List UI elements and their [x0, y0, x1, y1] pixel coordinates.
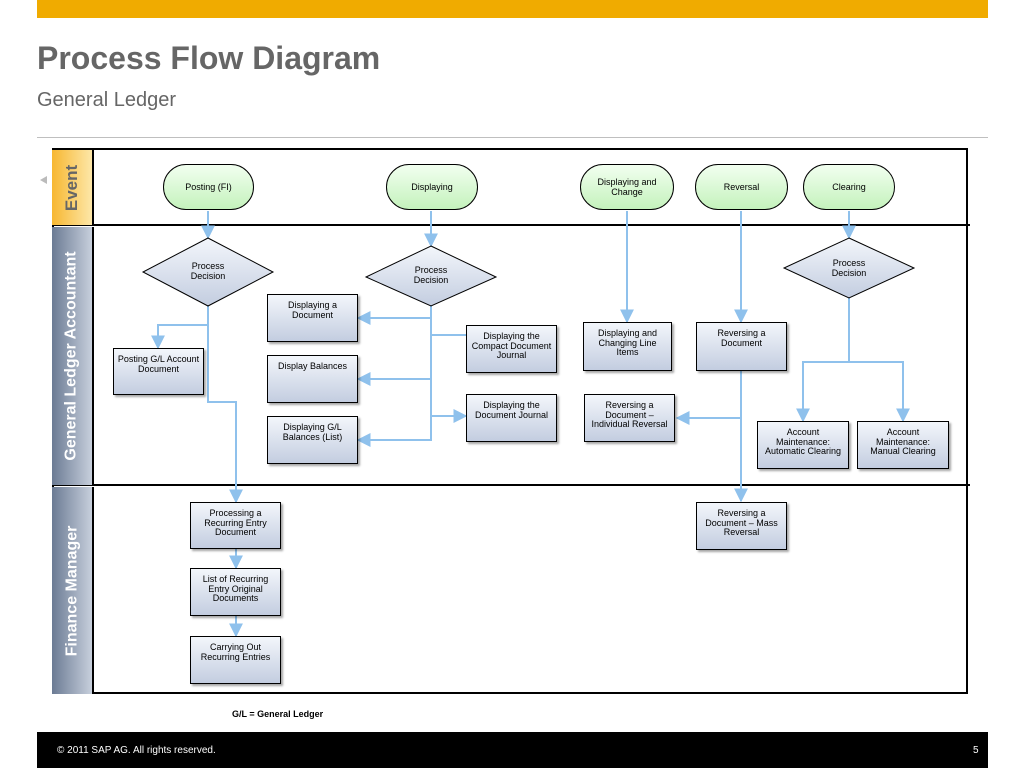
decision-diamond	[364, 245, 498, 307]
lane-label-finance-manager: Finance Manager	[52, 487, 94, 694]
task-processing-recurring-entry-document: Processing a Recurring Entry Document	[190, 502, 281, 549]
page-subtitle: General Ledger	[37, 89, 176, 111]
task-reversing-a-document: Reversing a Document	[696, 322, 787, 371]
page-number: 5	[973, 745, 979, 756]
connector	[356, 306, 432, 447]
task-carrying-out-recurring-entries: Carrying Out Recurring Entries	[190, 636, 281, 684]
task-displaying-a-document: Displaying a Document	[267, 294, 358, 342]
task-displaying-compact-document-journal: Displaying the Compact Document Journal	[466, 325, 557, 373]
lane-label-event: Event	[52, 150, 94, 225]
lane-divider	[52, 484, 970, 486]
task-automatic-clearing: Account Maintenance: Automatic Clearing	[757, 421, 849, 469]
task-displaying-and-changing-line-items: Displaying and Changing Line Items	[583, 322, 672, 371]
decision-label: Process Decision	[190, 261, 226, 281]
decision-diamond	[141, 237, 275, 307]
event-displaying: Displaying	[386, 164, 478, 210]
connector	[796, 298, 850, 423]
lane-label-gl-accountant: General Ledger Accountant	[52, 227, 94, 485]
abbreviation-note: G/L = General Ledger	[232, 709, 324, 719]
event-clearing: Clearing	[803, 164, 895, 210]
task-displaying-gl-balances-list: Displaying G/L Balances (List)	[267, 416, 358, 464]
task-display-balances: Display Balances	[267, 355, 358, 403]
task-individual-reversal: Reversing a Document – Individual Revers…	[584, 394, 675, 442]
top-accent-bar	[37, 0, 988, 18]
copyright-text: © 2011 SAP AG. All rights reserved.	[57, 745, 216, 756]
decision-diamond	[782, 237, 916, 299]
task-posting-gl-account-document: Posting G/L Account Document	[113, 348, 204, 395]
slide-marker-icon	[40, 176, 47, 184]
task-list-recurring-entry-original-documents: List of Recurring Entry Original Documen…	[190, 568, 281, 616]
connector	[849, 361, 910, 423]
connector	[675, 371, 742, 425]
event-posting-fi: Posting (FI)	[163, 164, 254, 210]
decision-label: Process Decision	[413, 265, 449, 285]
page-title: Process Flow Diagram	[37, 40, 381, 76]
event-reversal: Reversal	[695, 164, 788, 210]
decision-label: Process Decision	[831, 258, 867, 278]
connector	[151, 306, 209, 350]
task-mass-reversal: Reversing a Document – Mass Reversal	[696, 502, 787, 550]
connector	[207, 306, 243, 504]
task-manual-clearing: Account Maintenance: Manual Clearing	[857, 421, 949, 469]
footer-bar	[37, 732, 988, 768]
event-displaying-and-change: Displaying and Change	[580, 164, 674, 210]
lane-divider	[52, 224, 970, 226]
task-displaying-document-journal: Displaying the Document Journal	[466, 394, 557, 442]
title-divider	[37, 137, 988, 138]
